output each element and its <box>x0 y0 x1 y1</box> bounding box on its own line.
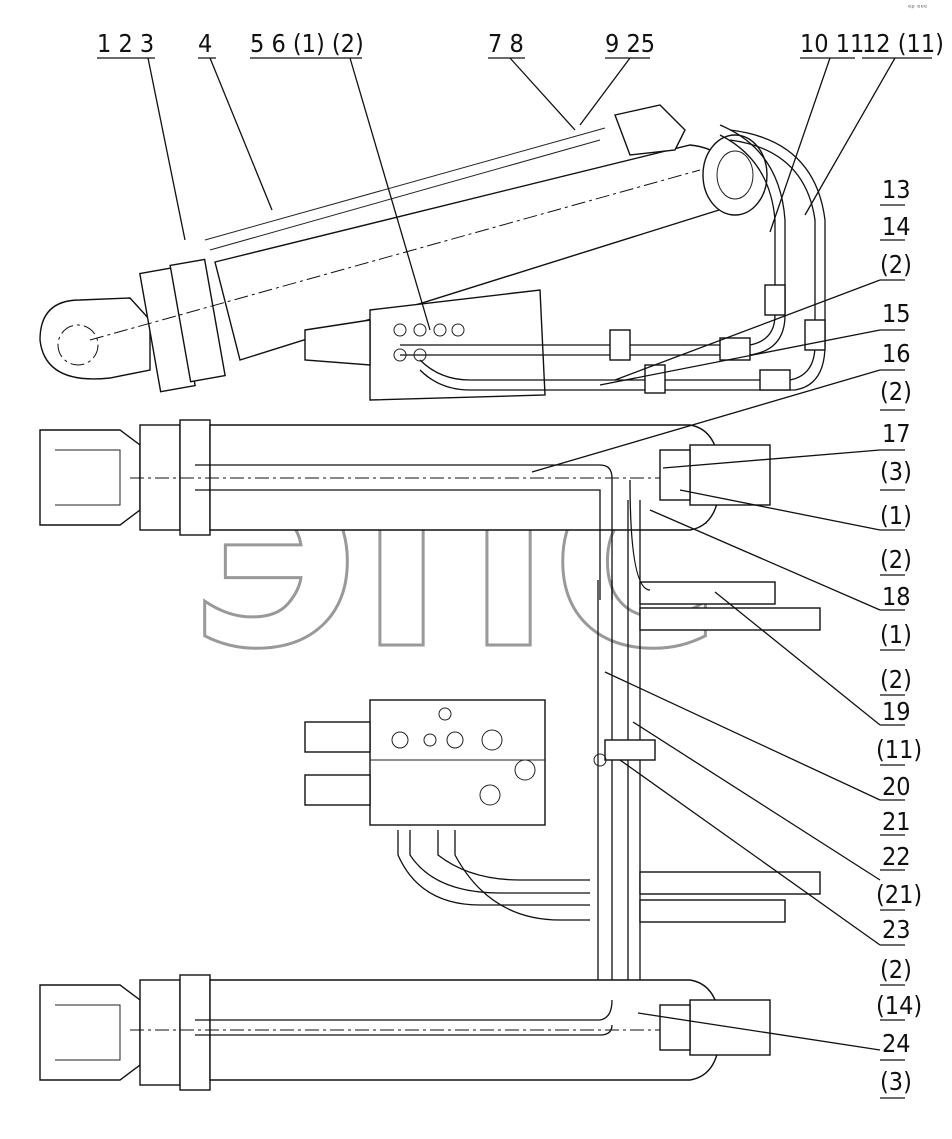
callout-9-25: 9 25 <box>605 29 655 58</box>
callout-1-2-3: 1 2 3 <box>97 29 154 58</box>
callout-2d: (2) <box>880 665 912 694</box>
callout-11: (11) <box>876 735 922 764</box>
callout-7-8: 7 8 <box>488 29 524 58</box>
callout-14b: (14) <box>876 991 922 1020</box>
callout-2b: (2) <box>880 377 912 406</box>
callout-3a: (3) <box>880 457 912 486</box>
callout-labels: 1 2 3 4 5 6 (1) (2) 7 8 9 25 10 11 12 (1… <box>97 29 944 1096</box>
callout-4: 4 <box>198 29 212 58</box>
callout-1a: (1) <box>880 501 912 530</box>
callout-2e: (2) <box>880 955 912 984</box>
callout-2c: (2) <box>880 545 912 574</box>
callout-22: 22 <box>882 842 911 871</box>
callout-10-11: 10 11 <box>800 29 864 58</box>
callout-15: 15 <box>882 299 911 328</box>
bottom-cylinder-assembly <box>39 974 771 1091</box>
callout-23: 23 <box>882 915 911 944</box>
top-cylinder-assembly <box>39 104 826 401</box>
corner-mark: ᵉᵖ ᵉᵉᵉ <box>908 3 927 12</box>
callout-21b: (21) <box>876 880 922 909</box>
callout-16: 16 <box>882 339 911 368</box>
callout-3b: (3) <box>880 1067 912 1096</box>
callout-5-6: 5 6 (1) (2) <box>250 29 364 58</box>
callout-2a: (2) <box>880 250 912 279</box>
callout-19: 19 <box>882 697 911 726</box>
valve-and-pipe-run <box>304 479 821 1030</box>
callout-1b: (1) <box>880 620 912 649</box>
callout-21: 21 <box>882 807 911 836</box>
middle-cylinder-assembly <box>39 419 771 600</box>
callout-24: 24 <box>882 1029 911 1058</box>
leader-lines <box>97 57 932 1099</box>
callout-14: 14 <box>882 212 911 241</box>
callout-17: 17 <box>882 419 911 448</box>
callout-13: 13 <box>882 175 911 204</box>
callout-18: 18 <box>882 582 911 611</box>
callout-20: 20 <box>882 772 911 801</box>
callout-12: 12 (11) <box>862 29 944 58</box>
